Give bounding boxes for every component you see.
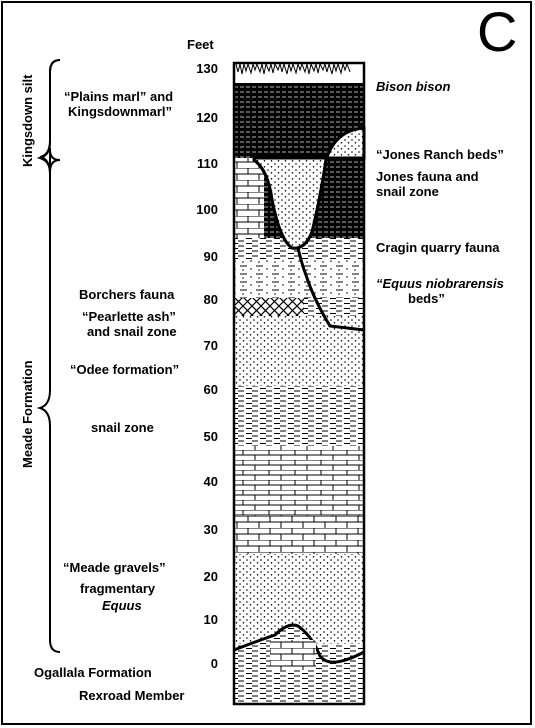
label-plains-marl-2: Kingsdownmarl” <box>68 104 173 119</box>
tick-0: 0 <box>210 656 218 671</box>
label-jones-fauna-1: Jones fauna and <box>376 169 479 184</box>
label-plains-marl-1: “Plains marl” and <box>64 89 174 104</box>
label-ogallala-formation: Ogallala Formation <box>34 665 152 680</box>
tick-40: 40 <box>203 474 218 489</box>
tick-120: 120 <box>196 110 218 125</box>
label-cragin-quarry-fauna: Cragin quarry fauna <box>376 240 500 255</box>
label-jones-ranch-beds: “Jones Ranch beds” <box>376 147 504 162</box>
axis-unit-label: Feet <box>187 37 214 52</box>
tick-100: 100 <box>196 202 218 217</box>
label-jones-fauna-2: snail zone <box>376 184 439 199</box>
label-bison-bison: Bison bison <box>376 79 451 94</box>
label-meade-gravels: “Meade gravels” <box>63 560 166 575</box>
label-equus-niobrarensis-1: “Equus niobrarensis <box>376 276 504 291</box>
label-equus-niobrarensis-2: beds” <box>408 291 445 306</box>
label-equus: Equus <box>102 598 142 613</box>
tick-80: 80 <box>203 292 218 307</box>
tick-10: 10 <box>203 612 218 627</box>
tick-70: 70 <box>203 338 218 353</box>
label-odee-formation: “Odee formation” <box>70 362 180 377</box>
label-snail-zone: snail zone <box>91 420 154 435</box>
tick-20: 20 <box>203 569 218 584</box>
panel-letter: C <box>477 0 518 63</box>
label-pearlette-ash-1: “Pearlette ash” <box>82 309 176 324</box>
tick-130: 130 <box>196 61 218 76</box>
tick-30: 30 <box>203 522 218 537</box>
label-rexroad-member: Rexroad Member <box>79 688 185 703</box>
label-pearlette-ash-2: and snail zone <box>87 324 177 339</box>
tick-110: 110 <box>197 156 218 171</box>
tick-50: 50 <box>203 429 218 444</box>
label-fragmentary: fragmentary <box>80 581 156 596</box>
tick-90: 90 <box>203 249 218 264</box>
label-borchers-fauna: Borchers fauna <box>79 287 175 302</box>
tick-60: 60 <box>203 382 218 397</box>
